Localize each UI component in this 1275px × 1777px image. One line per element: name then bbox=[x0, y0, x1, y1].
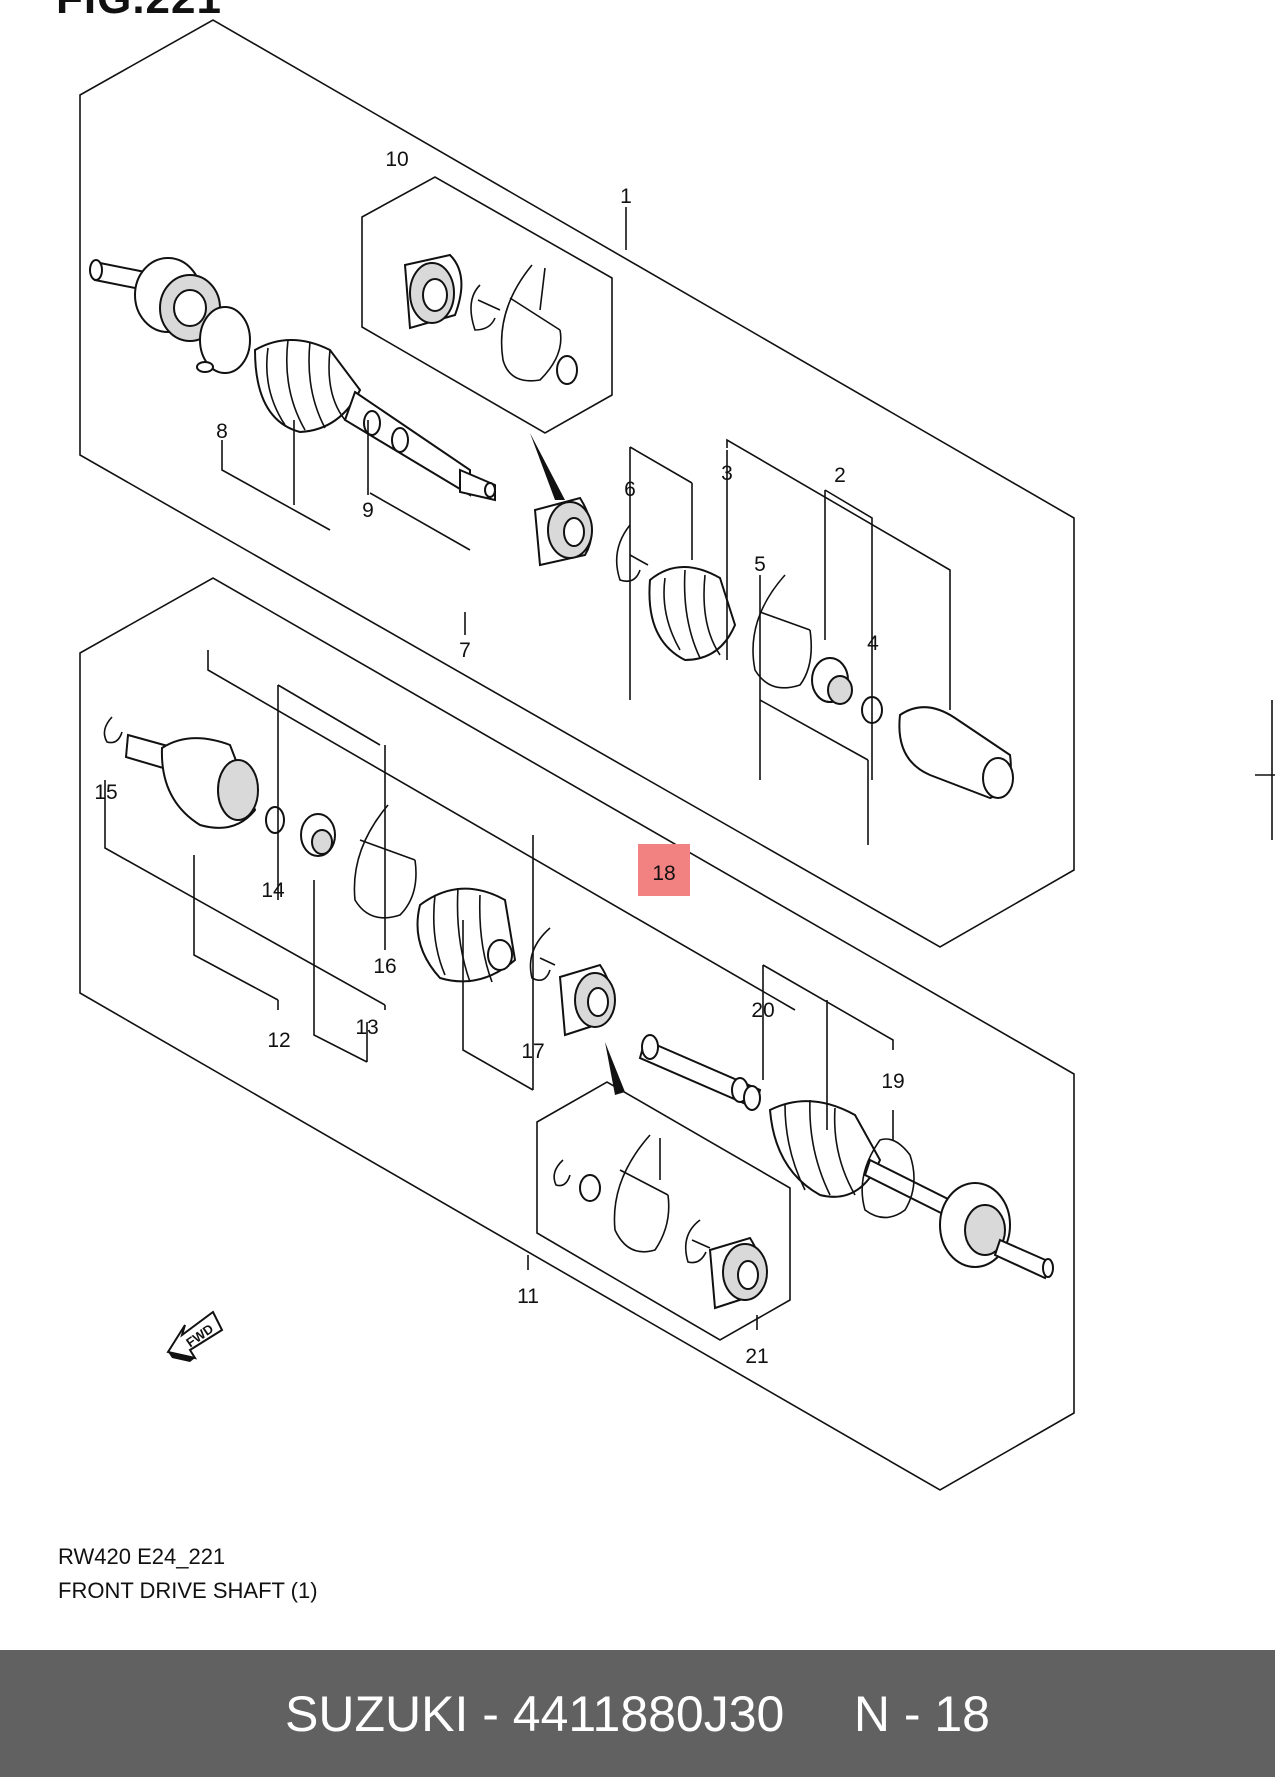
callout-12: 12 bbox=[267, 1029, 290, 1052]
leader-lines bbox=[104, 207, 951, 1330]
callout-16: 16 bbox=[373, 955, 396, 978]
lower-inset-parts bbox=[553, 1134, 768, 1310]
figure-code: RW420 E24_221 bbox=[58, 1544, 226, 1569]
callout-11: 11 bbox=[517, 1285, 539, 1308]
callout-15: 15 bbox=[94, 781, 117, 804]
footer-bar: SUZUKI - 4411880J30 N - 18 bbox=[0, 1650, 1275, 1777]
callout-4: 4 bbox=[867, 632, 879, 655]
upper-outer-joint bbox=[89, 257, 251, 374]
lower-inner-boot bbox=[353, 804, 616, 1037]
callout-6: 6 bbox=[624, 478, 636, 501]
callout-18-highlight bbox=[638, 844, 690, 896]
fwd-arrow-icon: FWD bbox=[166, 1310, 224, 1362]
callout-1: 1 bbox=[620, 185, 632, 208]
exploded-parts-diagram: 1 2 3 4 5 6 7 8 9 10 11 12 13 14 15 16 1… bbox=[79, 19, 1275, 1491]
callout-10: 10 bbox=[385, 148, 408, 171]
callout-19: 19 bbox=[881, 1070, 904, 1093]
callout-14: 14 bbox=[261, 879, 285, 902]
figure-title: FIG.221 bbox=[56, 0, 222, 24]
footer-part-info: SUZUKI - 4411880J30 N - 18 bbox=[285, 1685, 990, 1742]
callout-7: 7 bbox=[459, 639, 471, 662]
lower-assembly-frame bbox=[79, 577, 1075, 1491]
figure-name: FRONT DRIVE SHAFT (1) bbox=[58, 1578, 318, 1603]
callout-21: 21 bbox=[745, 1345, 768, 1368]
callout-9: 9 bbox=[362, 499, 374, 522]
lower-outer-shaft bbox=[638, 1034, 1054, 1280]
lower-inner-joint bbox=[103, 716, 336, 857]
lower-pointer-arrow bbox=[605, 1042, 625, 1095]
callout-17: 17 bbox=[521, 1040, 544, 1063]
callout-5: 5 bbox=[754, 553, 766, 576]
callout-8: 8 bbox=[216, 420, 228, 443]
inset-10-frame bbox=[361, 176, 613, 434]
upper-pointer-arrow bbox=[530, 433, 565, 500]
callout-13: 13 bbox=[355, 1016, 378, 1039]
upper-outer-boot bbox=[253, 339, 496, 502]
upper-inner-parts bbox=[533, 496, 1014, 800]
callout-18: 18 bbox=[652, 862, 675, 885]
edge-mark bbox=[1255, 700, 1275, 840]
callout-labels: 1 2 3 4 5 6 7 8 9 10 11 12 13 14 15 16 1… bbox=[94, 148, 904, 1368]
upper-inset-parts bbox=[403, 253, 578, 385]
callout-2: 2 bbox=[834, 464, 846, 487]
callout-3: 3 bbox=[721, 462, 733, 485]
upper-assembly-frame bbox=[79, 19, 1075, 948]
inset-21-frame bbox=[536, 1081, 791, 1341]
callout-20: 20 bbox=[751, 999, 774, 1022]
